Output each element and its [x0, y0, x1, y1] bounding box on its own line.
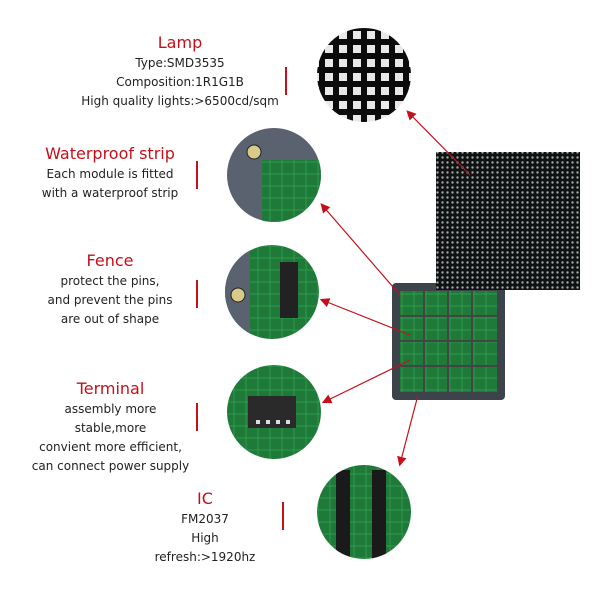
feature-waterproof-strip: Waterproof strip Each module is fitted w…: [30, 143, 190, 203]
terminal-closeup: [227, 365, 321, 459]
divider-bar: [196, 403, 198, 431]
pointer-arrows: [319, 110, 471, 467]
feature-title: Fence: [86, 251, 134, 270]
feature-line: Composition:1R1G1B: [116, 75, 244, 89]
feature-title: IC: [197, 489, 213, 508]
feature-line: can connect power supply: [31, 459, 190, 473]
feature-terminal: Terminal assembly more stable,more convi…: [28, 378, 193, 476]
fence-closeup: [225, 245, 319, 339]
feature-line: protect the pins,: [60, 274, 160, 288]
feature-line: assembly more stable,more: [64, 402, 157, 435]
feature-title: Lamp: [157, 33, 203, 52]
feature-line: convient more efficient,: [39, 440, 182, 454]
feature-line: High refresh:>1920hz: [154, 531, 256, 564]
divider-bar: [285, 67, 287, 95]
waterproof-strip-closeup: [227, 128, 321, 222]
ic-closeup: [317, 465, 411, 559]
divider-bar: [282, 502, 284, 530]
feature-ic: IC FM2037 High refresh:>1920hz: [140, 488, 270, 567]
feature-lamp: Lamp Type:SMD3535 Composition:1R1G1B Hig…: [60, 32, 300, 111]
feature-line: with a waterproof strip: [41, 186, 179, 200]
feature-line: High quality lights:>6500cd/sqm: [81, 94, 279, 108]
module-front-panel: [436, 152, 580, 290]
feature-line: Type:SMD3535: [135, 56, 225, 70]
divider-bar: [196, 161, 198, 189]
module-back-panel: [392, 283, 505, 400]
feature-line: are out of shape: [60, 312, 160, 326]
divider-bar: [196, 280, 198, 308]
feature-fence: Fence protect the pins, and prevent the …: [40, 250, 180, 329]
feature-title: Terminal: [76, 379, 145, 398]
feature-title: Waterproof strip: [45, 144, 175, 163]
feature-line: and prevent the pins: [47, 293, 173, 307]
feature-line: Each module is fitted: [46, 167, 174, 181]
feature-line: FM2037: [181, 512, 229, 526]
lamp-closeup: [317, 28, 411, 122]
